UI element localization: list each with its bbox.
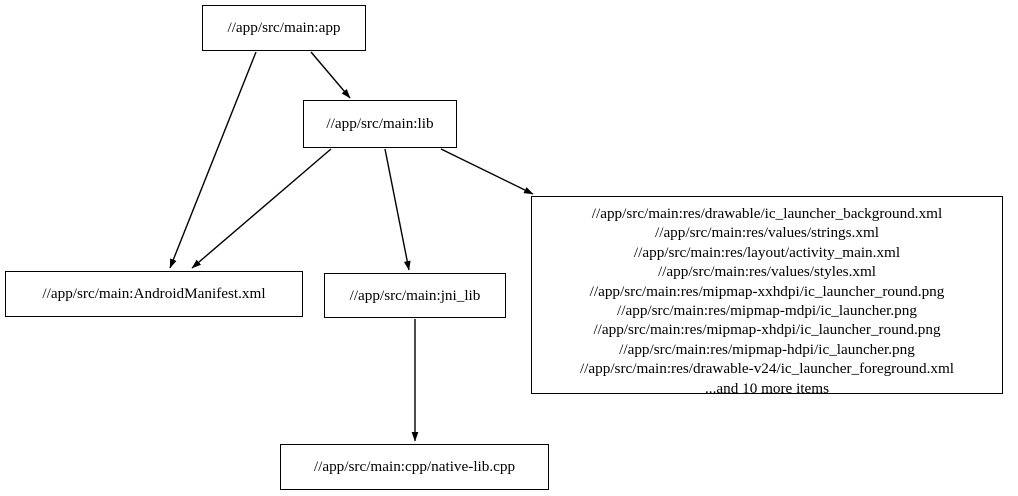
graph-edge-app-to-manifest [169, 51, 257, 269]
graph-edge-lib-to-jni_lib [384, 148, 411, 271]
graph-node-jni_lib[interactable]: //app/src/main:jni_lib [324, 273, 506, 318]
graph-edge-app-to-lib [310, 51, 351, 99]
graph-node-native_lib[interactable]: //app/src/main:cpp/native-lib.cpp [280, 444, 549, 490]
graph-node-res[interactable]: //app/src/main:res/drawable/ic_launcher_… [531, 196, 1003, 397]
graph-edge-lib-to-res [440, 148, 534, 195]
graph-node-manifest[interactable]: //app/src/main:AndroidManifest.xml [5, 271, 303, 317]
graph-edge-lib-to-manifest [191, 148, 332, 269]
graph-node-app[interactable]: //app/src/main:app [202, 5, 366, 51]
graph-node-lib[interactable]: //app/src/main:lib [303, 100, 457, 148]
